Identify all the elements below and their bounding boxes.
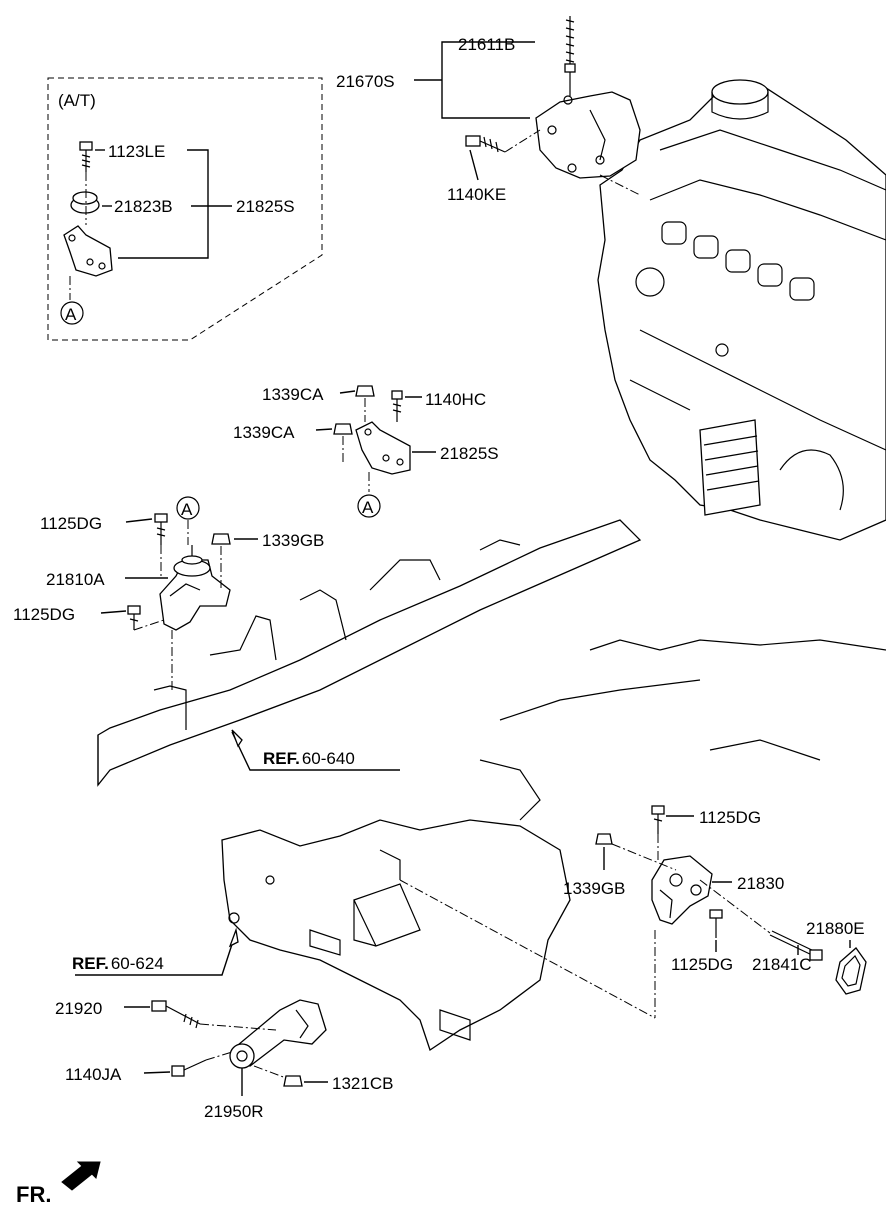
label-21810a: 21810A [46, 570, 105, 589]
label-1140ja: 1140JA [65, 1065, 122, 1084]
label-1125dg-a: 1125DG [40, 514, 102, 533]
label-1125dg-b: 1125DG [13, 605, 75, 624]
marker-a-mount [176, 496, 200, 520]
bushing-21823b [70, 191, 100, 214]
label-1125dg-c: 1125DG [699, 808, 761, 827]
label-21825s-inset: 21825S [236, 197, 295, 216]
label-21841c: 21841C [752, 955, 812, 974]
side-member-frame [97, 519, 886, 787]
ref-60-624: REF.60-624 [72, 954, 164, 973]
front-arrow-icon [61, 1161, 101, 1191]
label-21825s: 21825S [440, 444, 499, 463]
roll-rod-21950r [229, 999, 327, 1069]
exhaust-ports [661, 221, 815, 301]
label-21950r: 21950R [204, 1102, 264, 1121]
nut-1339ca-low [333, 423, 353, 435]
marker-a-inset [60, 301, 84, 325]
stud-21611b [564, 16, 576, 96]
bolt-21841c [769, 930, 823, 961]
label-21823b: 21823B [114, 197, 173, 216]
label-1123le: 1123LE [108, 142, 165, 161]
bolt-1140hc [391, 390, 403, 422]
label-21830: 21830 [737, 874, 784, 893]
subframe [221, 739, 821, 1052]
nut-1339gb-b [595, 833, 613, 845]
bolt-1123le [79, 141, 93, 172]
bolt-1125dg-c [651, 805, 665, 834]
inset-bracket [63, 225, 113, 277]
ref-arrow-60-624 [228, 927, 239, 948]
front-direction-label: FR. [16, 1182, 51, 1207]
bolt-1125dg-b [127, 605, 141, 630]
transmission-mount-21810a [159, 545, 231, 631]
label-1140hc: 1140HC [425, 390, 486, 409]
label-1339ca-top: 1339CA [262, 385, 324, 404]
bracket-21825s [355, 421, 411, 475]
bolt-1140ke [465, 135, 506, 153]
inset-title: (A/T) [58, 91, 96, 110]
label-1140ke: 1140KE [447, 185, 506, 204]
bolt-21920 [151, 1000, 201, 1029]
inset-dashed-border [47, 77, 323, 341]
nut-1321cb [283, 1075, 303, 1087]
label-21670s: 21670S [336, 72, 395, 91]
marker-a-inset-label: A [65, 305, 77, 324]
ref-arrow-60-640 [231, 729, 243, 748]
engine-mount-bracket-21670s [535, 91, 641, 179]
bolt-1140ja [171, 1059, 207, 1077]
label-1339ca-low: 1339CA [233, 423, 295, 442]
label-1125dg-d: 1125DG [671, 955, 733, 974]
label-21611b: 21611B [458, 35, 515, 54]
oil-cooler [699, 419, 761, 516]
nut-1339ca-top [355, 385, 375, 397]
label-1339gb-b: 1339GB [563, 879, 625, 898]
nut-1339gb-a [211, 533, 231, 545]
marker-a-bracket-label: A [362, 498, 374, 517]
marker-a-mount-label: A [181, 500, 193, 519]
label-21920: 21920 [55, 999, 102, 1018]
mount-bracket-21830 [651, 855, 713, 925]
bolt-1125dg-d [709, 909, 723, 938]
label-1339gb-a: 1339GB [262, 531, 324, 550]
label-1321cb: 1321CB [332, 1074, 393, 1093]
engine-block [597, 79, 886, 541]
marker-a-bracket [357, 494, 381, 518]
bolt-1125dg-a [154, 513, 168, 545]
label-21880e: 21880E [806, 919, 865, 938]
ref-60-640: REF.60-640 [263, 749, 355, 768]
plate-21880e [835, 947, 867, 995]
automatic-transmission-inset: (A/T) A [47, 77, 323, 341]
